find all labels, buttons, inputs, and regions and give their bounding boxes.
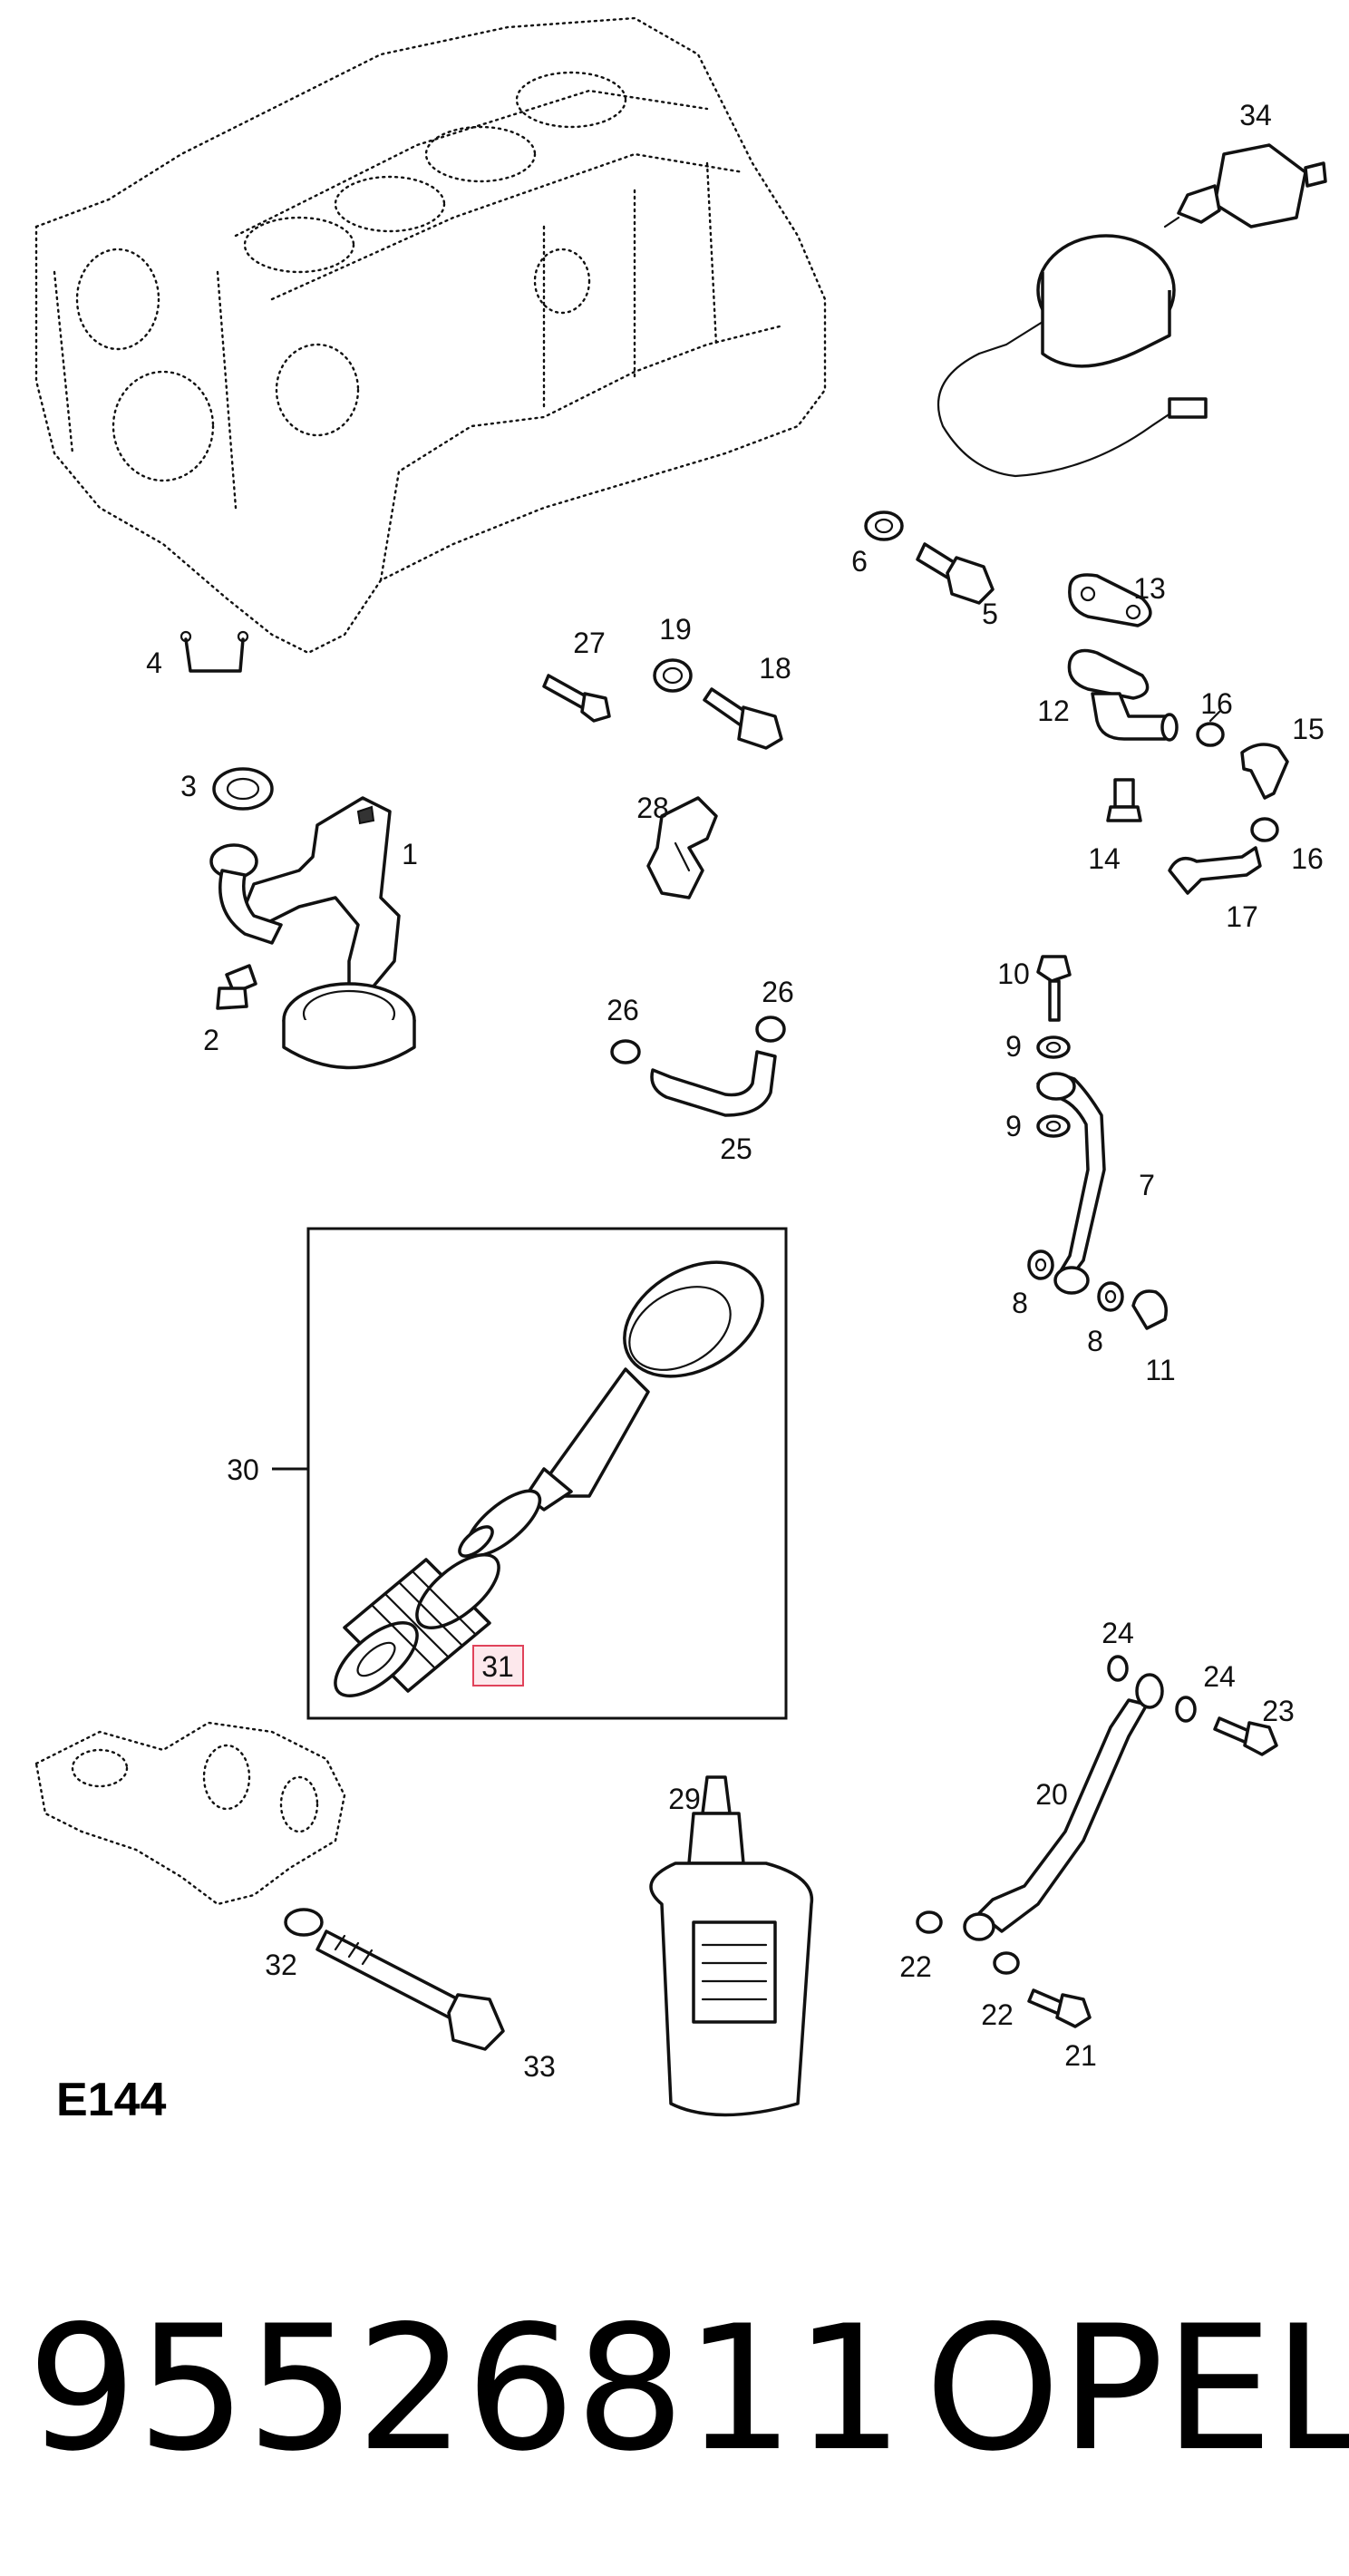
part-9-washer-upper bbox=[1036, 1035, 1071, 1059]
part-22-washer-lower bbox=[993, 1951, 1020, 1975]
callout-24-right: 24 bbox=[1203, 1660, 1236, 1693]
engine-block-drawing bbox=[34, 16, 827, 655]
part-11-nut bbox=[1131, 1289, 1168, 1330]
callout-17: 17 bbox=[1226, 900, 1258, 933]
callout-15: 15 bbox=[1292, 713, 1325, 745]
callout-19: 19 bbox=[659, 613, 692, 646]
part-31-highlight bbox=[472, 1645, 524, 1687]
part-19-seal-ring bbox=[653, 658, 693, 693]
callout-27: 27 bbox=[573, 627, 606, 659]
callout-31: 31 bbox=[481, 1650, 514, 1683]
callout-22-lower: 22 bbox=[981, 1998, 1014, 2031]
callout-9-lower: 9 bbox=[1005, 1110, 1022, 1142]
part-26-clamp-left bbox=[610, 1039, 641, 1064]
part-15-hose bbox=[1240, 743, 1289, 800]
part-25-hose bbox=[650, 1050, 777, 1117]
callout-20: 20 bbox=[1035, 1778, 1068, 1811]
callout-3: 3 bbox=[180, 770, 197, 802]
part-23-bolt bbox=[1213, 1716, 1278, 1756]
callout-2: 2 bbox=[203, 1024, 219, 1056]
part-12-pipe-flange bbox=[1067, 648, 1179, 742]
callout-11: 11 bbox=[1145, 1354, 1175, 1386]
part-8-washer-left bbox=[1027, 1249, 1054, 1280]
part-9-washer-lower bbox=[1036, 1114, 1071, 1138]
part-5-bolt bbox=[916, 542, 995, 605]
callout-26-right: 26 bbox=[762, 976, 794, 1008]
part-8-washer-right bbox=[1097, 1281, 1124, 1312]
housing-drawing bbox=[34, 1721, 346, 1906]
callout-26-left: 26 bbox=[607, 994, 639, 1026]
part-20-oil-line bbox=[963, 1673, 1164, 1941]
part-16-clamp-upper bbox=[1196, 710, 1225, 747]
callout-16-upper: 16 bbox=[1200, 687, 1233, 720]
part-1-oil-pump-pickup bbox=[209, 796, 416, 1070]
part-29-oil-bottle bbox=[649, 1775, 814, 2117]
part-3-seal bbox=[212, 767, 274, 811]
part-18-fitting bbox=[703, 687, 783, 750]
part-34-oil-pressure-sensor bbox=[937, 143, 1327, 478]
callout-4: 4 bbox=[146, 646, 162, 679]
callout-28: 28 bbox=[636, 792, 669, 824]
part-10-bolt bbox=[1036, 955, 1072, 1022]
part-2-bolt bbox=[216, 964, 257, 1010]
diagram-code: E144 bbox=[56, 2074, 167, 2126]
callout-1: 1 bbox=[402, 838, 418, 870]
callout-7: 7 bbox=[1139, 1169, 1155, 1201]
part-24-washer-left bbox=[1107, 1655, 1129, 1682]
callout-8-right: 8 bbox=[1087, 1325, 1103, 1357]
callout-8-left: 8 bbox=[1012, 1287, 1028, 1319]
callout-33: 33 bbox=[523, 2050, 556, 2083]
callout-24-left: 24 bbox=[1102, 1617, 1134, 1649]
callout-25: 25 bbox=[720, 1132, 752, 1165]
callout-30: 30 bbox=[227, 1453, 259, 1486]
part-14-bolt bbox=[1106, 778, 1142, 822]
callout-29: 29 bbox=[668, 1783, 701, 1815]
part-number: 95526811 bbox=[27, 2289, 904, 2489]
callout-5: 5 bbox=[982, 598, 998, 630]
part-6-washer bbox=[864, 510, 904, 541]
part-32-o-ring bbox=[284, 1908, 324, 1937]
part-27-bolt bbox=[542, 674, 611, 723]
callout-34: 34 bbox=[1239, 99, 1272, 131]
part-30-filter-kit-box bbox=[272, 1227, 788, 1720]
callout-23: 23 bbox=[1262, 1695, 1295, 1727]
callout-32: 32 bbox=[265, 1949, 297, 1981]
part-33-bolt bbox=[315, 1930, 505, 2051]
part-7-pipe bbox=[1036, 1072, 1106, 1295]
part-4-bracket bbox=[180, 630, 249, 673]
callout-16-lower: 16 bbox=[1291, 842, 1324, 875]
part-22-washer-upper bbox=[916, 1910, 943, 1934]
part-21-bolt bbox=[1027, 1988, 1092, 2028]
part-28-clip bbox=[646, 796, 718, 899]
callout-13: 13 bbox=[1133, 572, 1166, 605]
callout-22-upper: 22 bbox=[899, 1950, 932, 1983]
part-24-washer-right bbox=[1175, 1696, 1197, 1723]
callout-14: 14 bbox=[1088, 842, 1121, 875]
callout-6: 6 bbox=[851, 545, 868, 578]
callout-9-upper: 9 bbox=[1005, 1030, 1022, 1063]
part-13-gasket bbox=[1068, 573, 1152, 627]
part-16-clamp-lower bbox=[1250, 817, 1279, 842]
callout-10: 10 bbox=[997, 957, 1030, 990]
brand-name: OPEL bbox=[925, 2289, 1349, 2489]
part-17-hose bbox=[1168, 846, 1262, 895]
callout-21: 21 bbox=[1064, 2039, 1097, 2072]
callout-18: 18 bbox=[759, 652, 791, 685]
part-26-clamp-right bbox=[755, 1016, 786, 1043]
callout-12: 12 bbox=[1037, 695, 1070, 727]
